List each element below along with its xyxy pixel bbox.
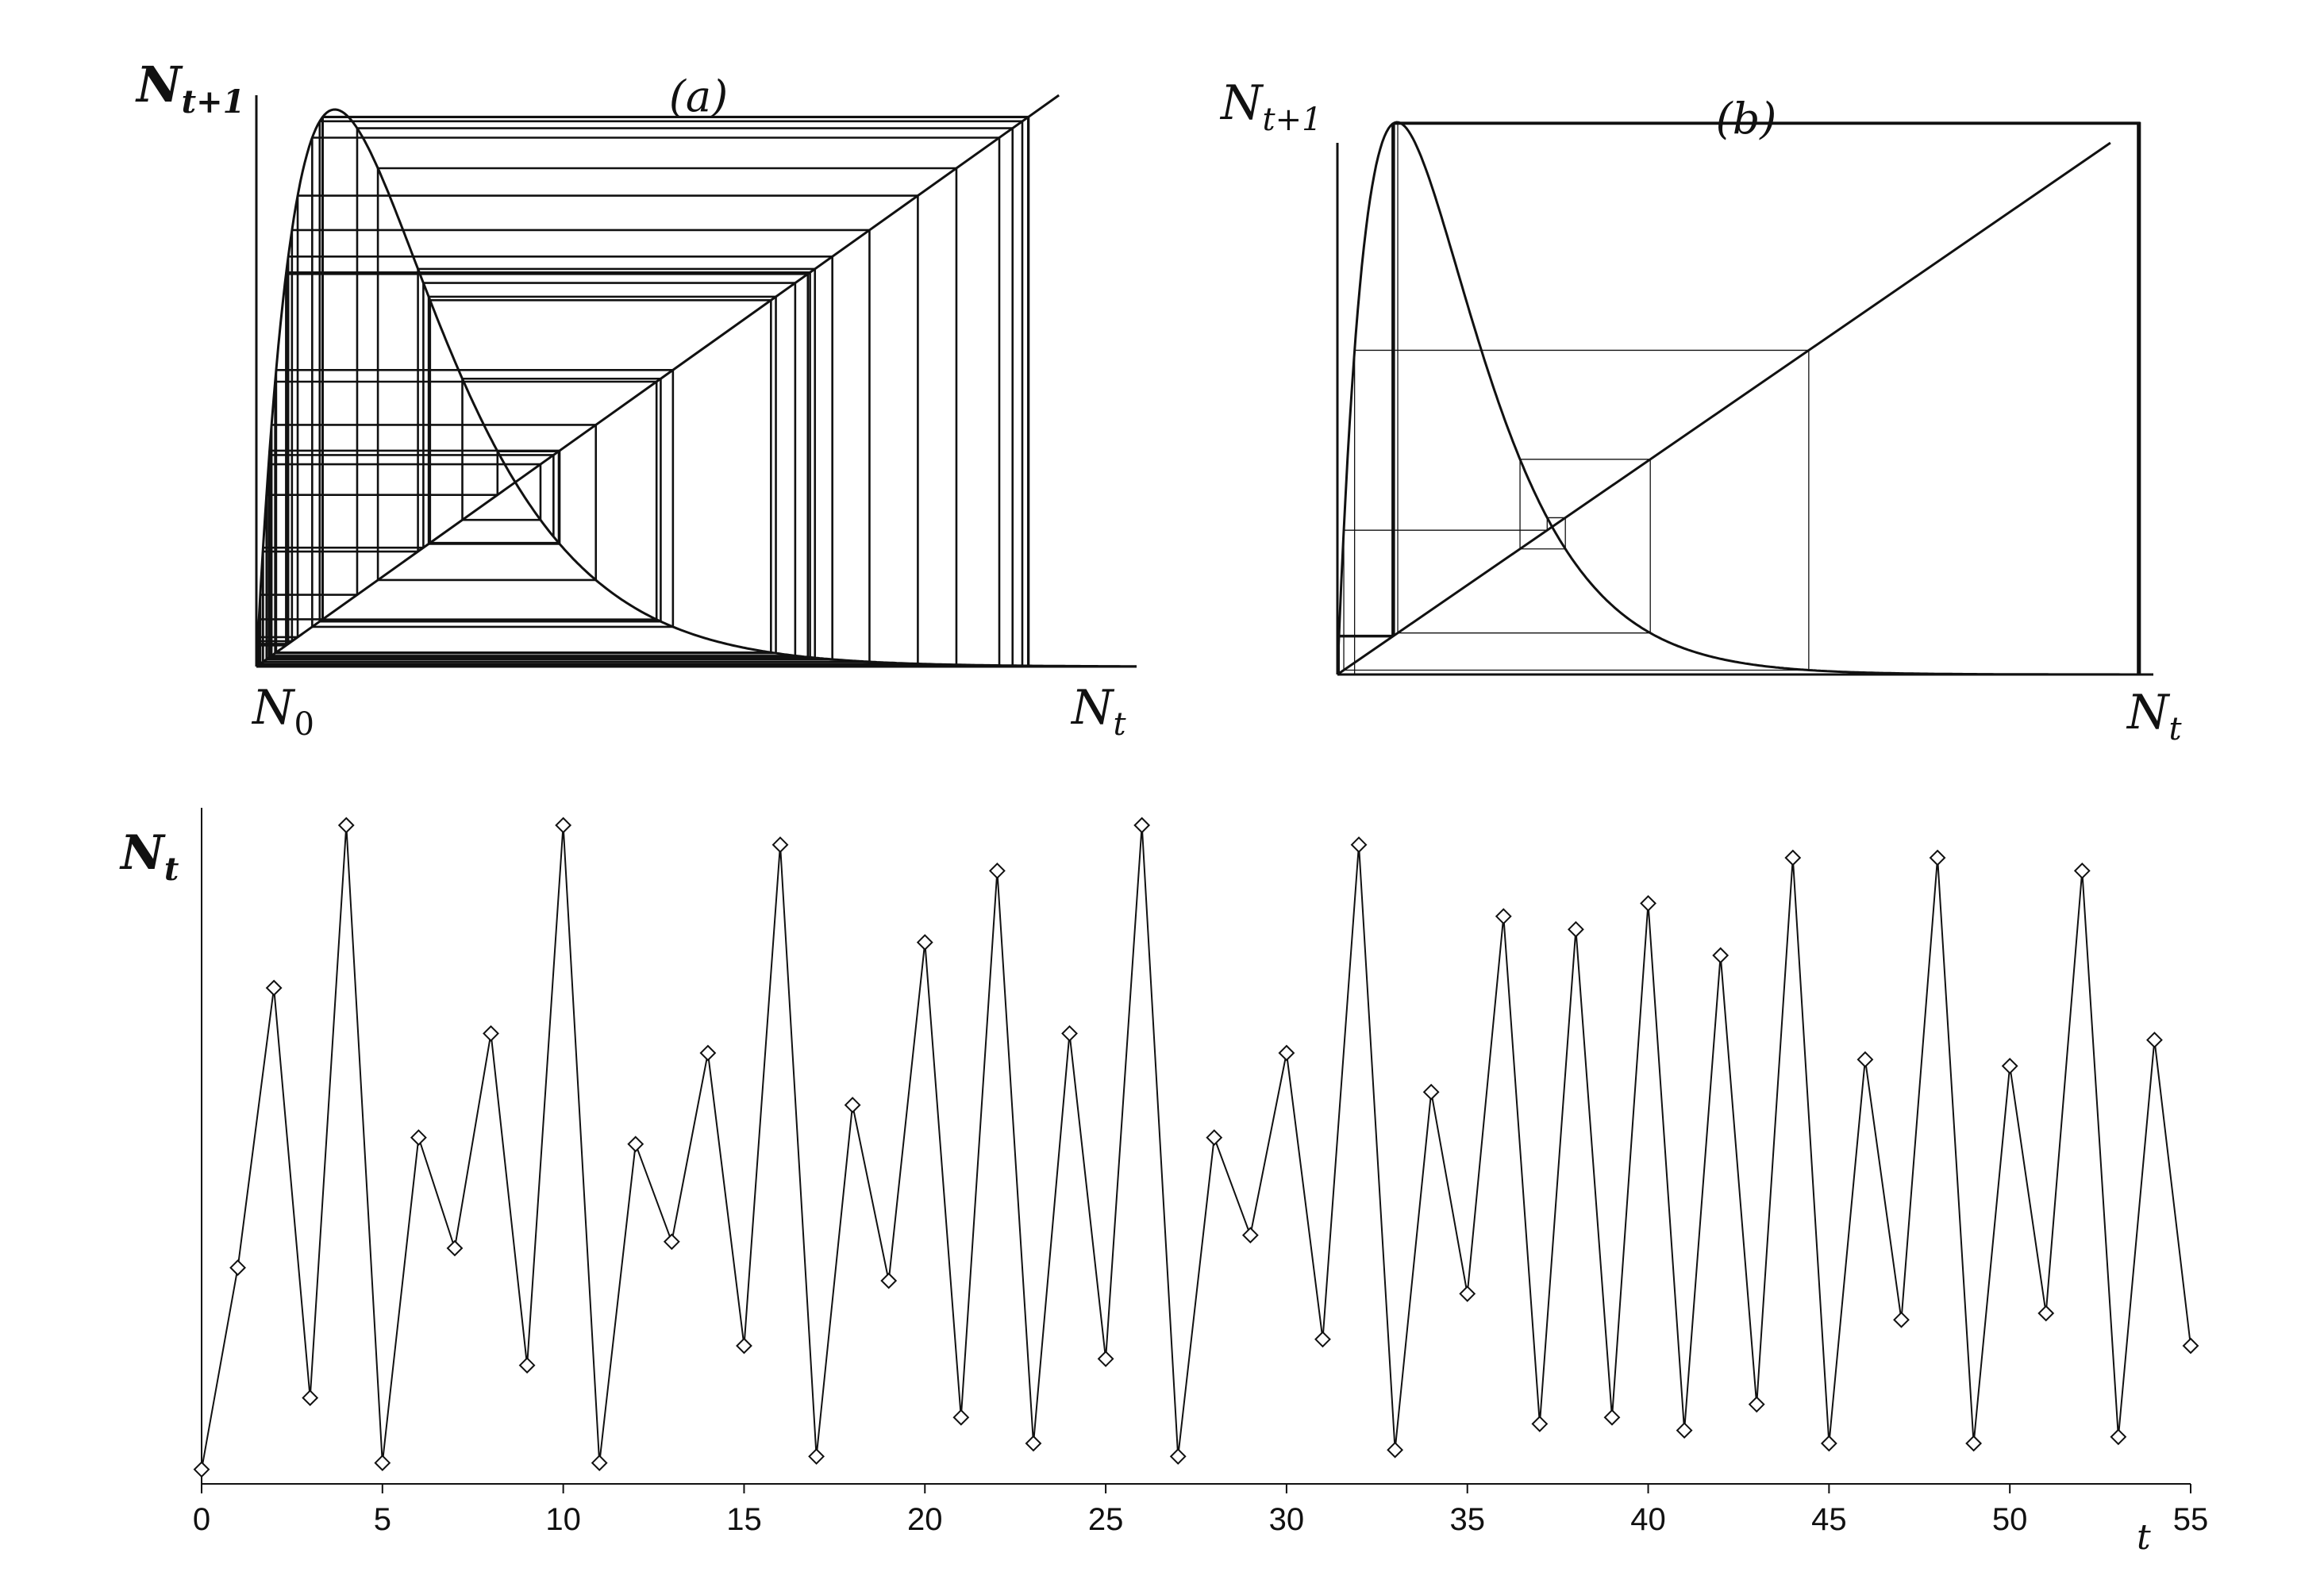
ts-point-22 (988, 862, 1006, 879)
ts-point-41 (1676, 1422, 1693, 1439)
ts-point-20 (916, 934, 933, 951)
cobweb-panel-a: (a) Nt+1 N0 Nt (135, 56, 1137, 743)
ts-point-55 (2182, 1337, 2199, 1355)
panel-b-map-curve (1336, 121, 2153, 676)
ts-point-30 (1278, 1044, 1295, 1062)
ts-point-44 (1784, 849, 1802, 867)
ts-point-40 (1640, 894, 1656, 912)
ts-series-line (201, 824, 2191, 1470)
ts-point-7 (446, 1239, 464, 1257)
ts-point-11 (591, 1455, 608, 1472)
ts-point-35 (1459, 1285, 1476, 1302)
ts-point-31 (1314, 1331, 1331, 1348)
ts-point-17 (808, 1447, 825, 1465)
ts-x-label: t (2137, 1517, 2151, 1558)
panel-a-map-curve (255, 108, 1137, 668)
time-series-chart: 0 5 10 15 20 25 30 35 40 45 50 55 Nt t (119, 808, 2208, 1558)
ts-point-34 (1422, 1083, 1440, 1101)
ts-point-1 (229, 1259, 246, 1277)
ts-point-46 (1857, 1051, 1874, 1068)
ts-point-15 (736, 1337, 752, 1355)
ts-markers (193, 817, 2199, 1478)
ts-tick-label-5: 5 (374, 1502, 391, 1537)
ts-point-45 (1820, 1435, 1837, 1452)
ts-point-8 (483, 1024, 499, 1042)
ts-point-43 (1748, 1396, 1765, 1413)
ts-point-2 (265, 979, 283, 997)
panel-a-x0-label: N0 (251, 680, 314, 743)
ts-point-39 (1603, 1408, 1621, 1426)
ts-tick-label-45: 45 (1811, 1502, 1847, 1537)
ts-tick-label-35: 35 (1449, 1502, 1485, 1537)
ts-point-32 (1350, 836, 1368, 854)
ts-point-23 (1025, 1435, 1042, 1452)
ts-point-27 (1169, 1447, 1187, 1465)
ts-point-52 (2073, 862, 2091, 879)
ts-point-14 (699, 1044, 717, 1062)
panel-b-x-label: Nt (2126, 685, 2183, 747)
cobweb-panel-b: (b) Nt+1 Nt (1219, 75, 2183, 747)
ts-point-4 (337, 817, 355, 834)
panel-a-identity-line (256, 94, 1060, 668)
ts-point-6 (410, 1129, 427, 1147)
panel-a-y-label: Nt+1 (135, 56, 245, 121)
ts-point-48 (1929, 849, 1946, 867)
ts-point-49 (1965, 1435, 1983, 1452)
ts-point-53 (2110, 1428, 2127, 1446)
panel-b-identity-line (1337, 141, 2111, 676)
ts-point-42 (1712, 947, 1730, 964)
ts-tick-label-30: 30 (1269, 1502, 1305, 1537)
ts-point-10 (555, 817, 572, 834)
ts-point-37 (1531, 1415, 1549, 1432)
ts-tick-label-25: 25 (1088, 1502, 1124, 1537)
ts-tick-label-50: 50 (1992, 1502, 2028, 1537)
ts-tick-label-0: 0 (193, 1502, 210, 1537)
ts-point-29 (1241, 1227, 1259, 1244)
ts-point-12 (627, 1136, 644, 1153)
ts-point-24 (1061, 1024, 1078, 1042)
ts-point-13 (663, 1233, 680, 1251)
ts-tick-label-40: 40 (1630, 1502, 1666, 1537)
panel-a-label: (a) (669, 71, 728, 121)
ts-tick-label-55: 55 (2173, 1502, 2209, 1537)
ts-point-26 (1133, 817, 1151, 834)
ts-point-54 (2146, 1032, 2163, 1049)
ts-point-38 (1568, 920, 1584, 938)
ts-point-50 (2001, 1057, 2018, 1074)
ts-point-25 (1097, 1350, 1114, 1367)
panel-a-x-label: Nt (1070, 680, 1127, 743)
ts-point-47 (1893, 1311, 1910, 1328)
ts-point-9 (518, 1357, 536, 1374)
ts-point-16 (771, 836, 789, 854)
panel-b-y-label: Nt+1 (1219, 75, 1322, 138)
ts-x-ticks: 0 5 10 15 20 25 30 35 40 45 50 55 (193, 1484, 2208, 1537)
ts-y-label: Nt (119, 825, 179, 888)
ts-point-21 (952, 1408, 970, 1426)
panel-b-label: (b) (1716, 94, 1777, 144)
ts-tick-label-20: 20 (907, 1502, 943, 1537)
ts-point-3 (302, 1389, 319, 1407)
ts-point-28 (1206, 1129, 1223, 1147)
ts-point-51 (2037, 1305, 2055, 1322)
panel-a-cobweb-lines (256, 115, 1030, 667)
ts-point-33 (1387, 1441, 1404, 1458)
ts-tick-label-10: 10 (545, 1502, 581, 1537)
ts-point-36 (1495, 908, 1512, 925)
ts-point-5 (374, 1455, 391, 1472)
ts-point-0 (193, 1461, 210, 1478)
ts-point-18 (844, 1097, 861, 1114)
ts-point-19 (880, 1272, 898, 1289)
ts-tick-label-15: 15 (726, 1502, 762, 1537)
